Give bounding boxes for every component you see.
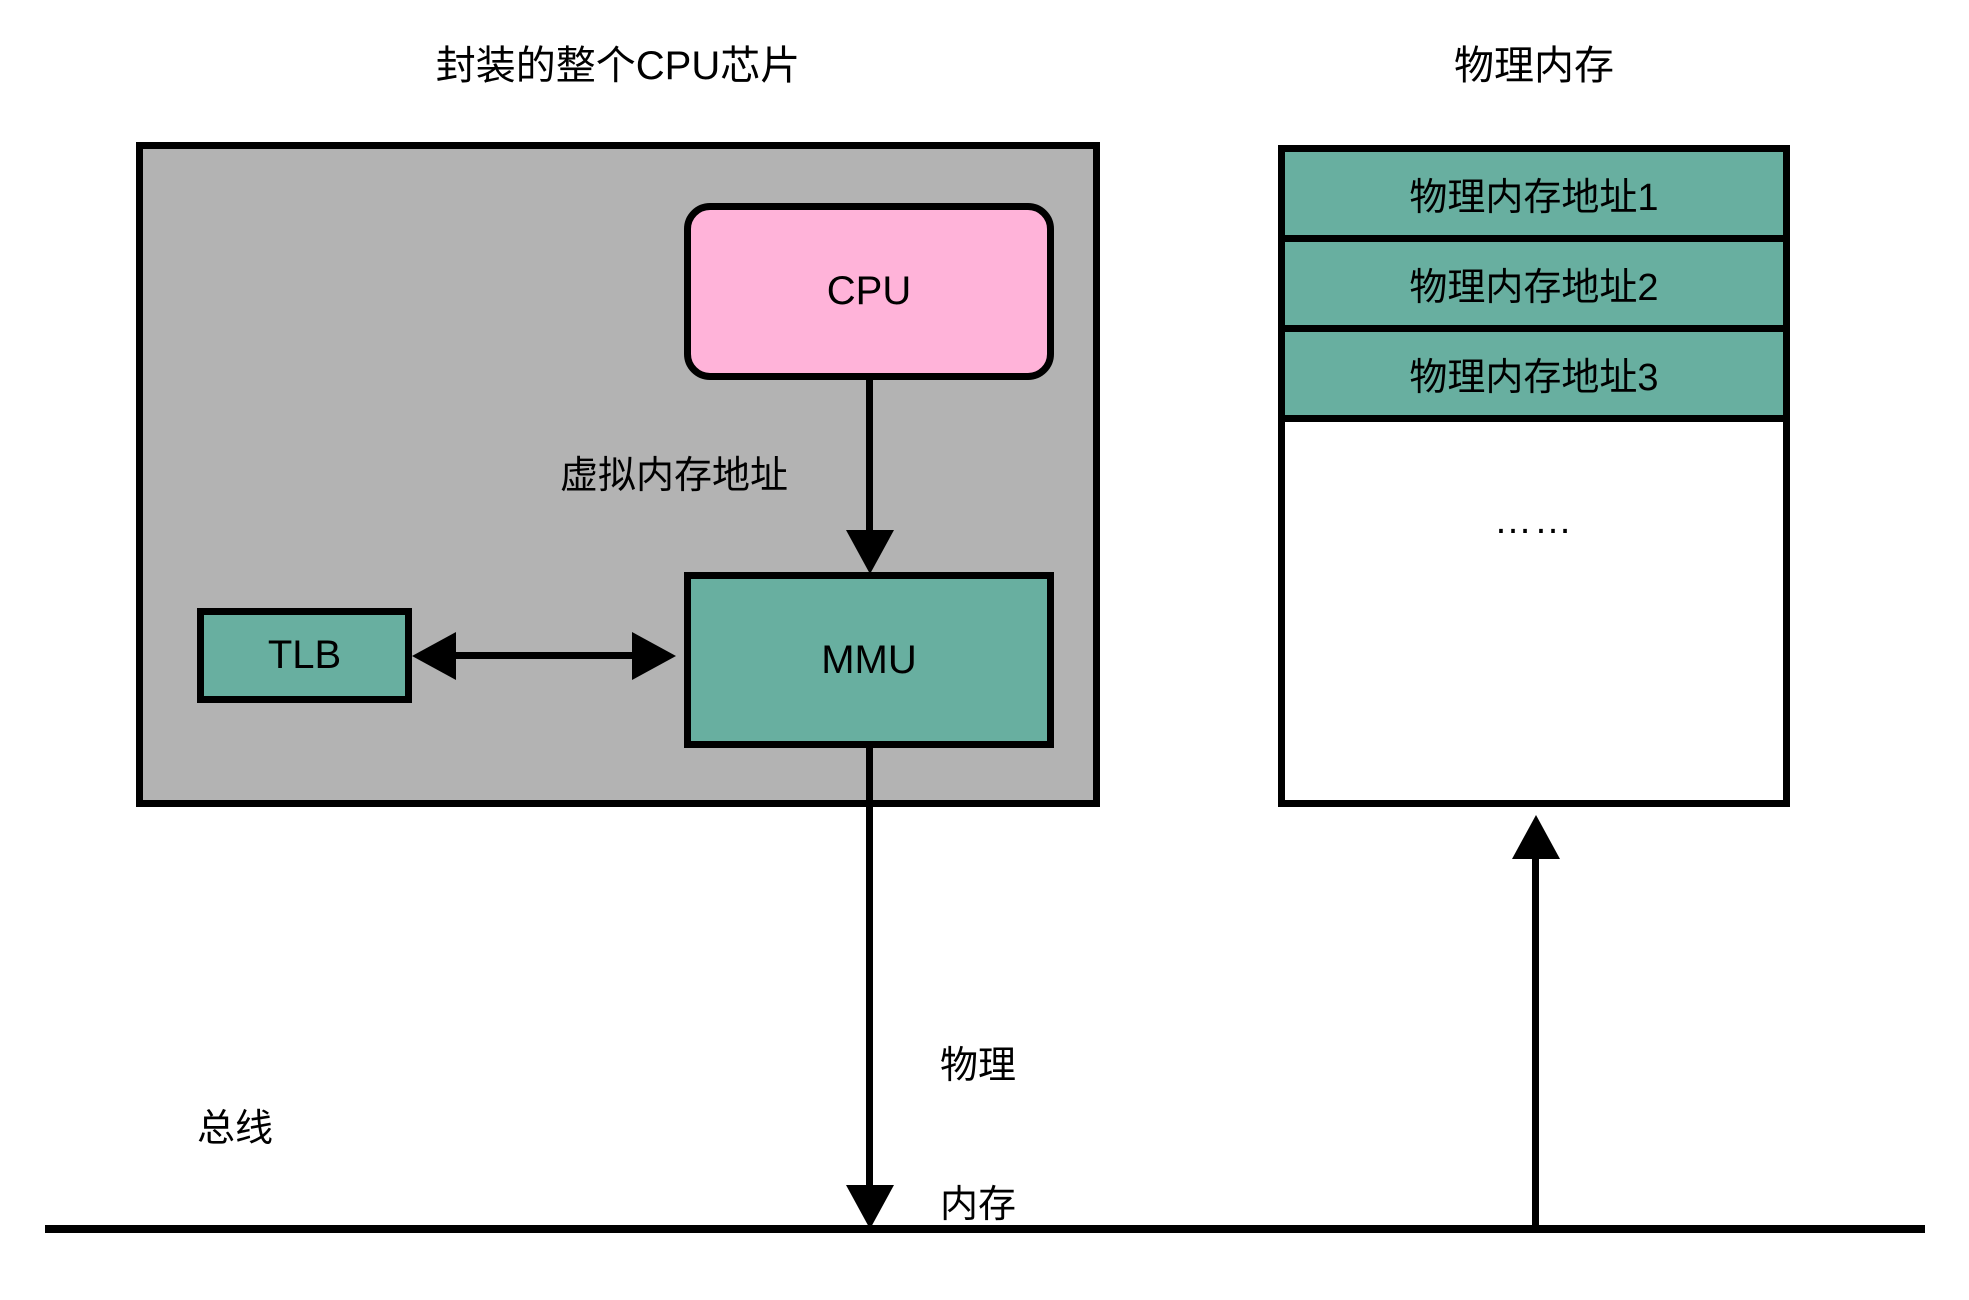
virtual-address-label: 虚拟内存地址 (560, 455, 789, 497)
physical-address-line-1: 物理 (940, 1044, 1017, 1087)
memory-to-bus-connector (1532, 845, 1539, 1228)
mmu-block[interactable]: MMU (684, 572, 1054, 748)
memory-row[interactable]: 物理内存地址3 (1285, 332, 1783, 422)
memory-title: 物理内存 (1454, 44, 1614, 88)
memory-row[interactable]: 物理内存地址2 (1285, 242, 1783, 332)
system-bus-line (45, 1225, 1925, 1233)
cpu-block-label: CPU (826, 269, 912, 313)
tlb-block-label: TLB (267, 633, 342, 677)
mmu-block-label: MMU (821, 637, 917, 682)
tlb-arrowhead-left-icon (412, 632, 456, 680)
chip-title: 封装的整个CPU芯片 (435, 44, 801, 88)
memory-row[interactable]: 物理内存地址1 (1285, 152, 1783, 242)
bus-label: 总线 (197, 1108, 274, 1150)
cpu-to-mmu-arrowhead-icon (846, 530, 894, 574)
mmu-to-bus-connector (866, 748, 873, 1196)
tlb-mmu-connector (430, 652, 668, 659)
cpu-block[interactable]: CPU (684, 203, 1054, 380)
physical-address-label: 物理 内存 地址 (940, 950, 1016, 1300)
memory-empty-region: …… (1285, 422, 1783, 800)
tlb-arrowhead-right-icon (632, 632, 676, 680)
tlb-block[interactable]: TLB (197, 608, 412, 703)
memory-ellipsis-label: …… (1494, 500, 1574, 542)
physical-memory-frame: 物理内存地址1 物理内存地址2 物理内存地址3 …… (1278, 145, 1790, 807)
physical-address-line-2: 内存 (940, 1183, 1017, 1226)
memory-to-bus-arrowhead-icon (1512, 815, 1560, 859)
mmu-to-bus-arrowhead-icon (846, 1185, 894, 1229)
cpu-to-mmu-connector (866, 380, 873, 540)
